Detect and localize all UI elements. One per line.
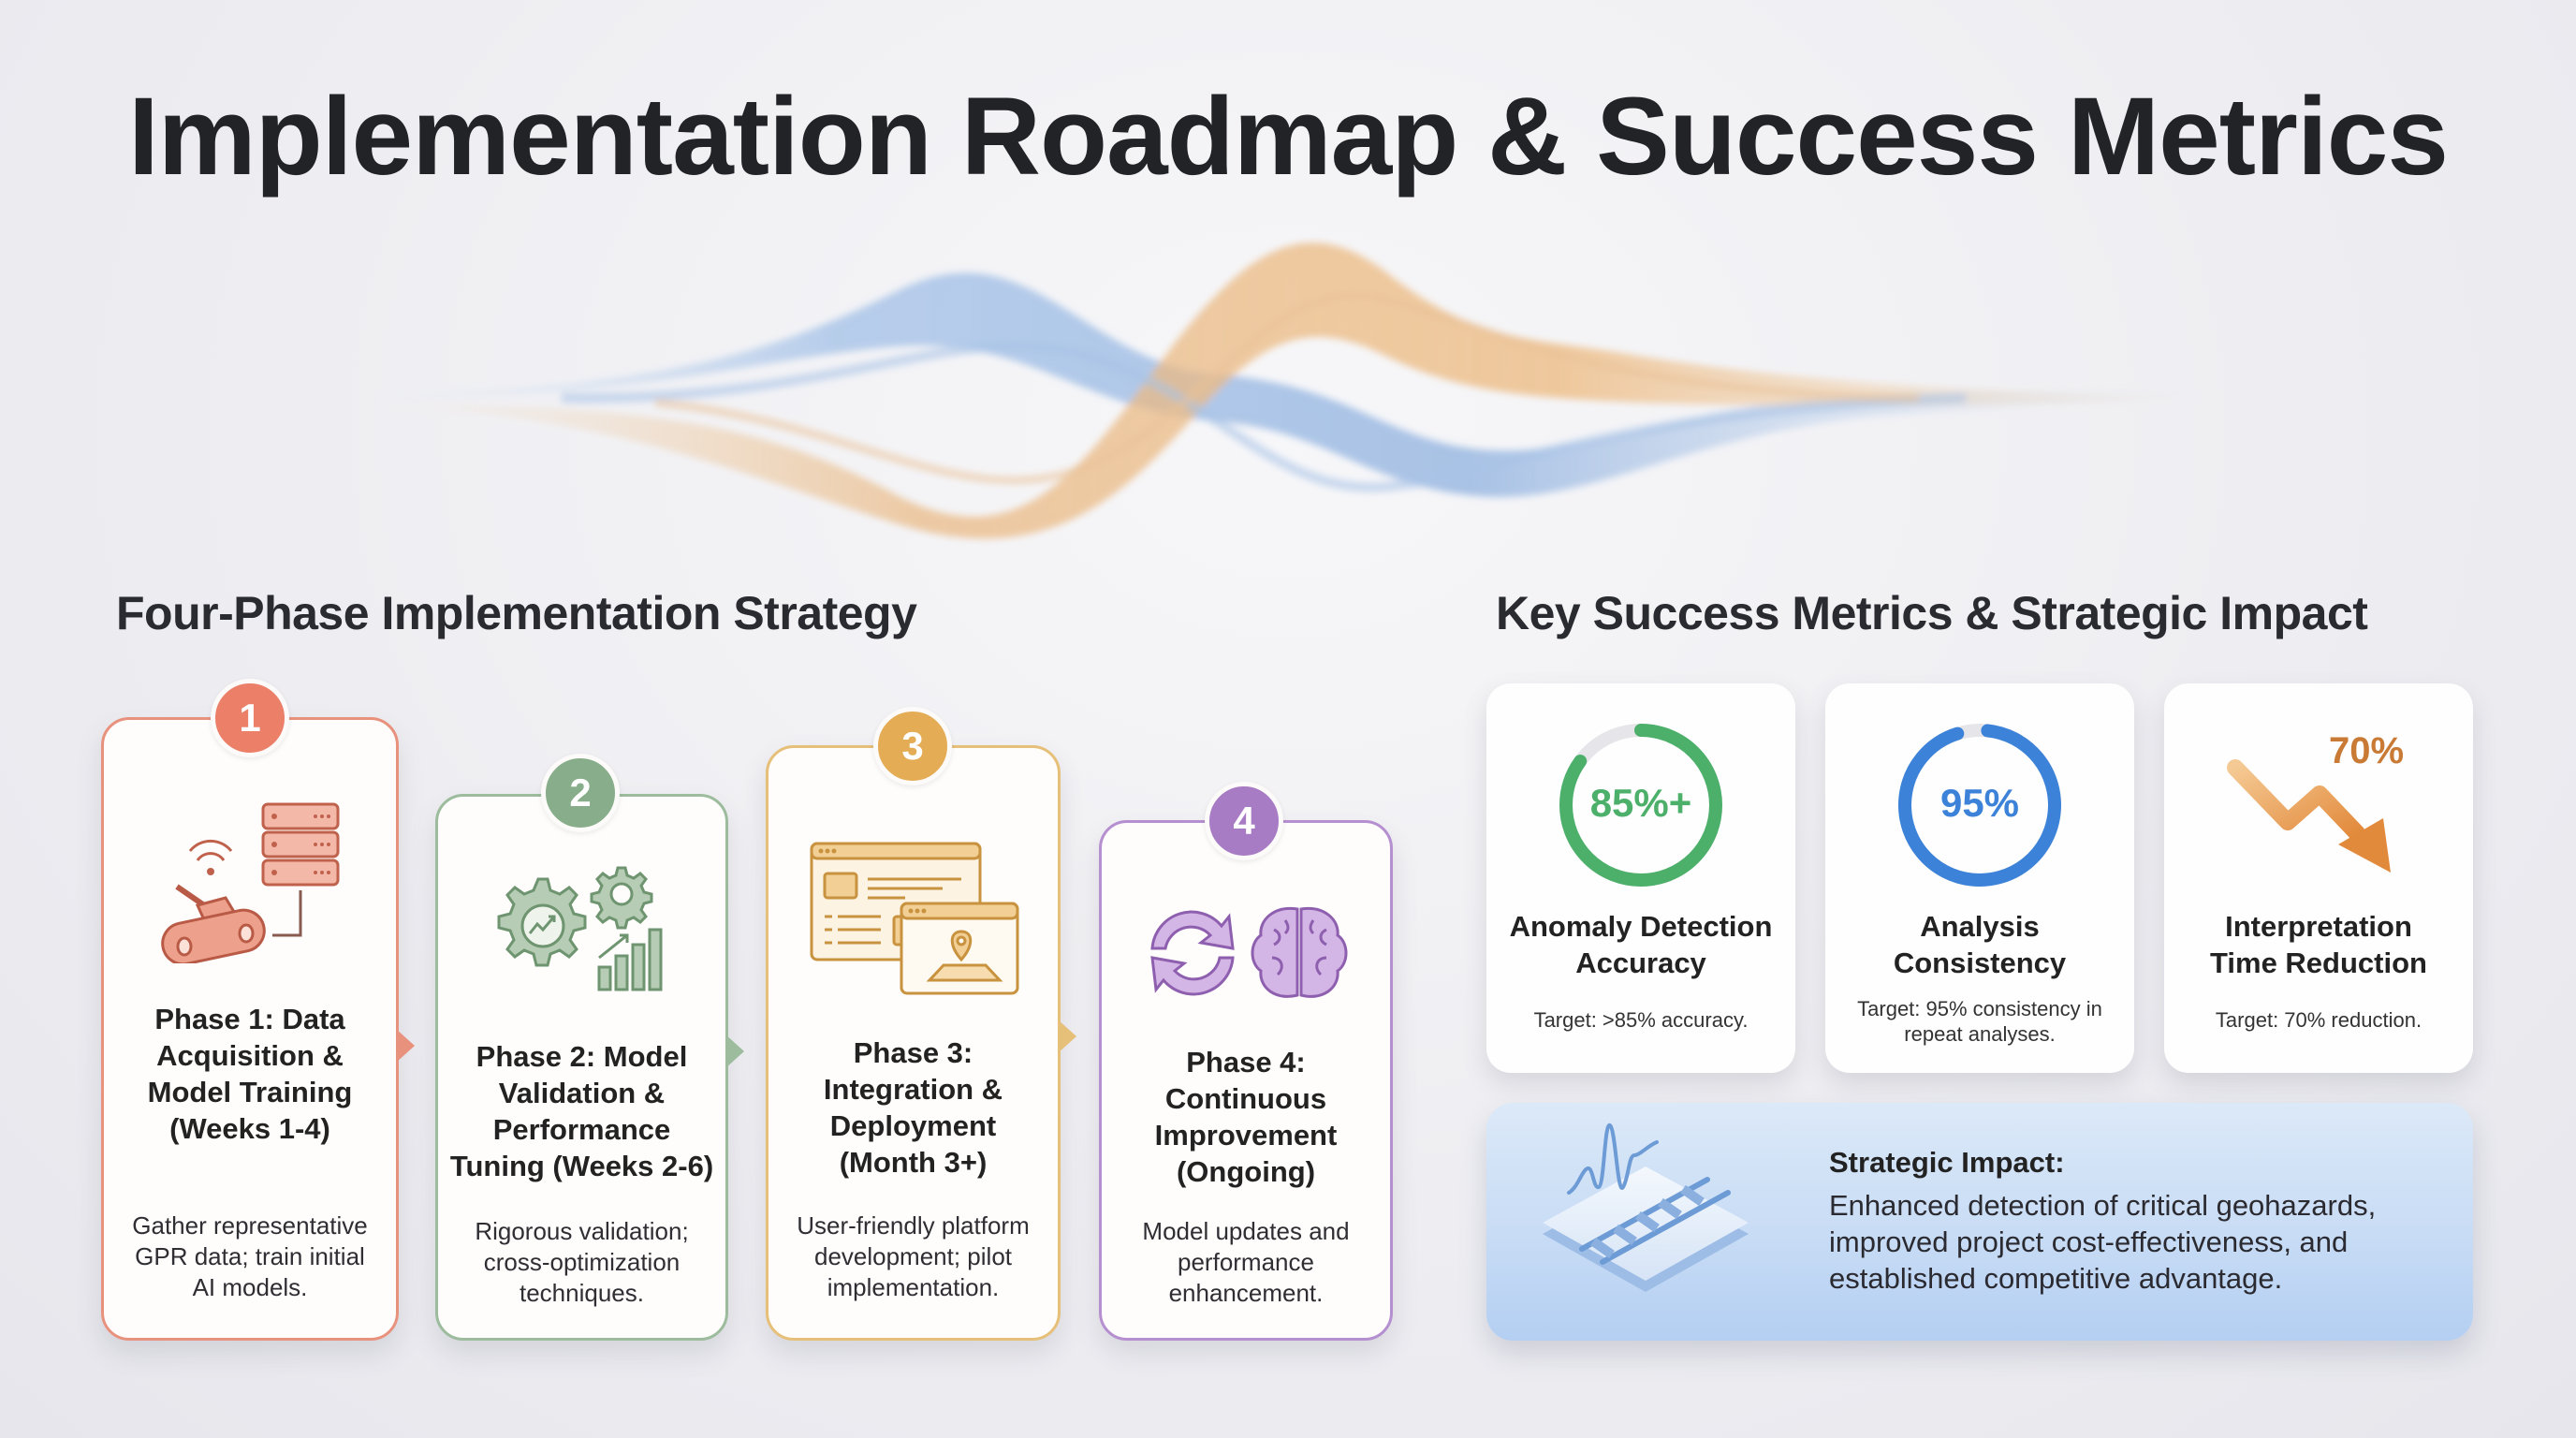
metrics-section-heading: Key Success Metrics & Strategic Impact	[1496, 587, 2368, 639]
metric-title: Anomaly Detection Accuracy	[1509, 910, 1773, 979]
gpr-robot-server-icon	[161, 802, 340, 963]
phase-badge: 1	[211, 679, 289, 757]
connector-arrow-icon	[1058, 1019, 1076, 1053]
railway-signal-icon	[1543, 1123, 1749, 1292]
metric-card-time-reduction: 70% Interpretation Time Reduction Target…	[2164, 683, 2473, 1073]
phase-card-1: 1 Phase 1: Data Acquisition & Model Trai…	[101, 679, 415, 1341]
gears-chart-icon	[497, 866, 663, 991]
metric-title: Interpretation Time Reduction	[2210, 910, 2427, 979]
wave-decoration-icon	[374, 242, 2200, 539]
metric-target: Target: 70% reduction.	[2215, 1008, 2422, 1032]
connector-arrow-icon	[725, 1034, 744, 1069]
phase-description: Gather representative GPR data; train in…	[132, 1211, 368, 1301]
phase-badge: 4	[1205, 782, 1283, 860]
progress-ring-icon	[1559, 724, 1722, 887]
browser-windows-map-icon	[810, 842, 1019, 995]
impact-title: Strategic Impact:	[1829, 1146, 2065, 1179]
progress-ring-icon	[1898, 724, 2061, 887]
strategic-impact-panel: Strategic Impact: Enhanced detection of …	[1486, 1103, 2473, 1341]
impact-description: Enhanced detection of critical geohazard…	[1829, 1189, 2377, 1295]
phase-title: Phase 1: Data Acquisition & Model Traini…	[147, 1003, 353, 1145]
page-title: Implementation Roadmap & Success Metrics	[127, 75, 2449, 198]
phase-title: Phase 3: Integration & Deployment (Month…	[823, 1036, 1003, 1179]
connector-arrow-icon	[396, 1029, 415, 1063]
phase-description: Model updates and performance enhancemen…	[1142, 1217, 1350, 1307]
phase-description: Rigorous validation; cross-optimization …	[475, 1217, 689, 1307]
metric-card-consistency: 95% Analysis Consistency Target: 95% con…	[1825, 683, 2134, 1073]
trend-down-arrow-icon	[2227, 759, 2391, 873]
metric-card-accuracy: 85%+ Anomaly Detection Accuracy Target: …	[1486, 683, 1795, 1073]
phases-section-heading: Four-Phase Implementation Strategy	[116, 587, 917, 639]
phase-description: User-friendly platform development; pilo…	[797, 1211, 1030, 1301]
phase-title: Phase 4: Continuous Improvement (Ongoing…	[1154, 1046, 1338, 1188]
phase-title: Phase 2: Model Validation & Performance …	[449, 1040, 714, 1182]
phase-card-4: 4 Phase 4: Continuous Improvement (Ongoi…	[1099, 782, 1393, 1341]
metric-value: 85%+	[1589, 781, 1692, 825]
metric-value: 95%	[1939, 781, 2020, 825]
metric-title: Analysis Consistency	[1893, 910, 2067, 979]
refresh-brain-icon	[1150, 906, 1348, 998]
phase-card-2: 2 Phase 2: Model Validation & Performanc…	[435, 754, 744, 1341]
metric-target: Target: 95% consistency in repeat analys…	[1857, 997, 2102, 1046]
phase-card-3: 3 Phase 3: Integration & Deployment (Mon…	[766, 707, 1076, 1341]
phase-badge: 2	[541, 754, 620, 832]
metric-target: Target: >85% accuracy.	[1533, 1008, 1749, 1032]
metric-value: 70%	[2329, 730, 2405, 771]
phase-badge: 3	[873, 707, 952, 785]
